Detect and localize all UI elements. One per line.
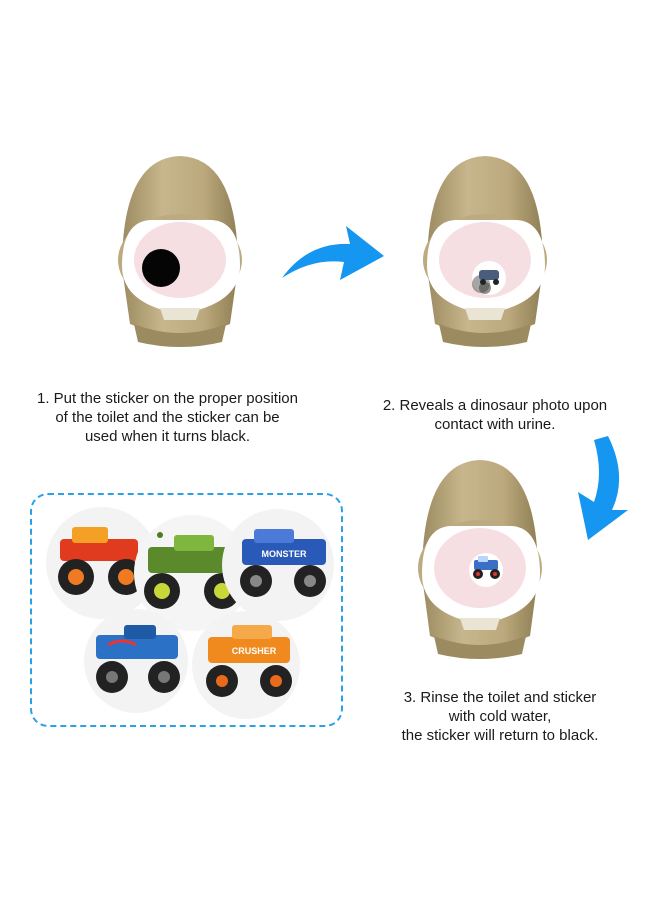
sticker-blue-monster-truck: MONSTER xyxy=(222,509,334,621)
sticker-green-truck xyxy=(134,515,250,631)
sticker-red-truck xyxy=(46,507,158,619)
caption-line: 1. Put the sticker on the proper positio… xyxy=(37,390,298,407)
sticker-revealing xyxy=(472,261,506,295)
caption-step-3: 3. Rinse the toilet and sticker with col… xyxy=(355,688,645,745)
caption-line: 2. Reveals a dinosaur photo upon xyxy=(382,397,608,414)
caption-line: used when it turns black. xyxy=(84,428,251,445)
caption-line: the sticker will return to black. xyxy=(401,727,599,744)
sticker-crusher-truck: CRUSHER xyxy=(192,611,300,719)
potty-step-1 xyxy=(118,156,242,347)
caption-line: contact with urine. xyxy=(434,416,556,433)
sticker-set-panel: MONSTER CRUSHER xyxy=(30,493,343,727)
potty-step-3 xyxy=(418,460,542,659)
caption-line: 3. Rinse the toilet and sticker xyxy=(403,689,597,706)
caption-line: of the toilet and the sticker can be xyxy=(55,409,280,426)
sticker-blue-red-truck xyxy=(84,609,188,713)
caption-line: with cold water, xyxy=(448,708,552,725)
sticker-black xyxy=(142,249,180,287)
arrow-down-icon xyxy=(578,436,628,540)
arrow-right-icon xyxy=(282,226,384,280)
monster-truck-stickers: MONSTER CRUSHER xyxy=(46,507,334,719)
caption-step-1: 1. Put the sticker on the proper positio… xyxy=(15,389,320,446)
crusher-label: CRUSHER xyxy=(232,646,277,656)
sticker-revealed xyxy=(469,553,503,587)
caption-step-2: 2. Reveals a dinosaur photo upon contact… xyxy=(355,396,635,434)
monster-label: MONSTER xyxy=(262,549,308,559)
potty-step-2 xyxy=(423,156,547,347)
